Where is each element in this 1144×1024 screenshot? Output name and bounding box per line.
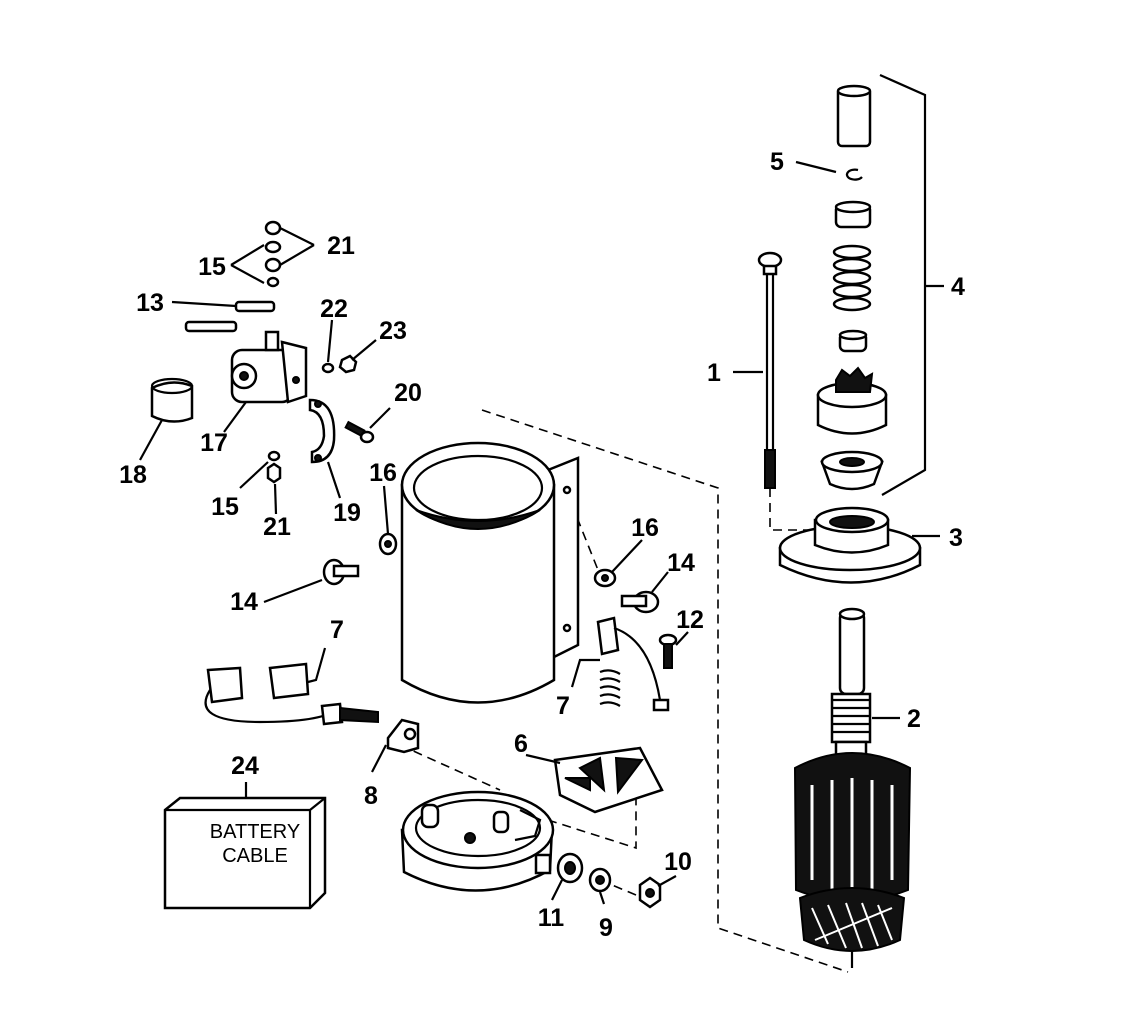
callout-5: 5 [770,148,784,176]
callout-20: 20 [394,379,422,407]
callout-labels: 1 2 3 4 5 6 7 7 8 9 10 11 12 13 14 14 15… [119,148,965,942]
callout-12: 12 [676,606,704,634]
callout-24: 24 [231,752,259,780]
callout-7-left: 7 [330,616,344,644]
callout-6: 6 [514,730,528,758]
brush-plate [553,746,664,814]
washer-right [593,568,617,588]
callout-13: 13 [136,289,164,317]
callout-2: 2 [907,705,921,733]
brush-set-right [596,616,670,712]
callout-21-bottom: 21 [263,513,291,541]
callout-9: 9 [599,914,613,942]
callout-16-right: 16 [631,514,659,542]
battery-cable-text-line1: BATTERY [210,821,300,843]
bolt-right [620,590,660,614]
lower-end-cap [400,790,555,892]
drive-cap [836,84,872,148]
callout-1: 1 [707,359,721,387]
drive-spring [832,244,872,312]
callout-14-right: 14 [667,549,695,577]
washer-9 [588,867,612,893]
nut-10 [638,876,662,909]
boot-18 [150,377,194,423]
pinion-gear [816,366,888,435]
stud-nuts-and-washers [264,220,282,288]
callout-19: 19 [333,499,361,527]
callout-21-top: 21 [327,232,355,260]
callout-4: 4 [951,273,965,301]
brush-set-left [204,662,379,726]
bolt-left [322,558,360,586]
armature [793,607,912,968]
drive-end-cap [778,506,922,584]
solenoid [230,330,308,404]
washer-left [378,532,398,556]
callout-15-top: 15 [198,253,226,281]
battery-cable-text-line2: CABLE [222,845,288,867]
callout-22: 22 [320,295,348,323]
thru-bolt [757,251,783,489]
screw-20 [344,420,375,444]
drive-group-bracket [879,73,944,496]
solenoid-stud [184,300,276,333]
stop-collar [820,450,884,491]
brush-holder [386,718,420,754]
callout-23: 23 [379,317,407,345]
small-nuts-15-21 [266,450,282,484]
bracket-19 [308,398,336,464]
callout-11: 11 [538,904,565,932]
retaining-ring [845,168,863,181]
leader-lines [139,160,940,905]
callout-17: 17 [200,429,228,457]
screw [658,633,678,669]
callout-7-right: 7 [556,692,570,720]
callout-8: 8 [364,782,378,810]
callout-15-bottom: 15 [211,493,239,521]
callout-3: 3 [949,524,963,552]
field-frame-housing [400,441,580,704]
drive-collar [834,200,872,229]
spring-cup [838,329,868,353]
callout-10: 10 [664,848,692,876]
callout-14-left: 14 [230,588,258,616]
callout-18: 18 [119,461,147,489]
washer-11 [556,852,584,884]
battery-cable-box: BATTERY CABLE [163,796,327,910]
callout-16-left: 16 [369,459,397,487]
